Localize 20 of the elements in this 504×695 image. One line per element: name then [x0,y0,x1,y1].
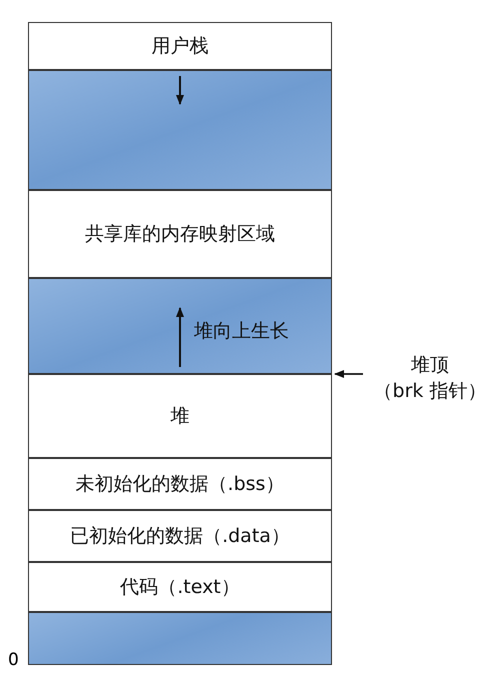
memory-segment [28,190,332,278]
memory-segment [28,510,332,562]
segment-label: 共享库的内存映射区域 [85,222,275,247]
memory-segment [28,562,332,612]
arrow [334,370,363,378]
memory-segment [28,374,332,458]
segment-label: 未初始化的数据（.bss） [76,472,284,497]
unused-memory-band [28,278,332,374]
segment-label: 代码（.text） [120,575,240,600]
memory-segment [28,458,332,510]
pointer-label: （brk 指针） [372,379,488,404]
segment-label: 堆向上生长 [194,319,289,344]
unused-memory-band [28,612,332,665]
unused-memory-band [28,70,332,190]
pointer-label: 堆顶 [410,353,450,378]
segment-label: 堆 [170,404,190,429]
segment-label: 用户栈 [152,34,208,59]
address-label: 0 [8,650,19,670]
memory-segment [28,22,332,70]
segment-label: 已初始化的数据（.data） [70,524,290,549]
